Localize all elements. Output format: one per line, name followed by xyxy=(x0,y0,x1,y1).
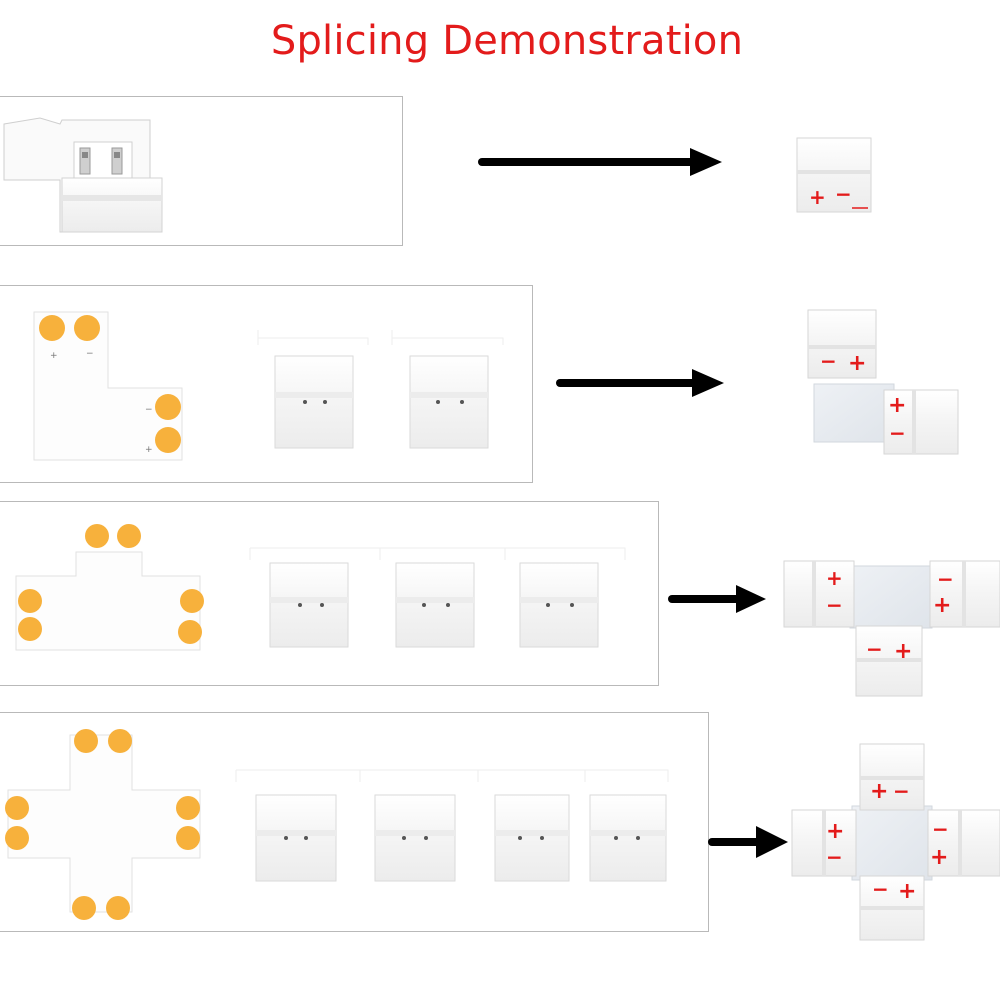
svg-text:−: − xyxy=(893,779,910,803)
svg-text:+: + xyxy=(870,779,888,804)
clip-connector-icon xyxy=(3,117,163,233)
svg-text:+: + xyxy=(933,593,951,618)
row-straight: + − xyxy=(3,117,872,233)
clip-connector-icon xyxy=(380,547,506,648)
clip-connector-icon xyxy=(391,330,504,449)
clip-connector-icon xyxy=(478,769,586,882)
svg-text:−: − xyxy=(937,567,954,591)
arrow-right-icon xyxy=(668,585,766,613)
result-straight-joint: + − xyxy=(796,137,872,213)
row-t-shape: + − − + − + xyxy=(15,524,1000,697)
l-shape-board: + − − + xyxy=(33,311,183,461)
svg-text:+: + xyxy=(930,845,948,870)
clip-connector-icon xyxy=(505,547,626,648)
svg-text:+: + xyxy=(826,819,844,844)
solder-pad-icon xyxy=(39,315,65,341)
solder-pad-icon xyxy=(155,394,181,420)
result-l-joint: − + + − xyxy=(807,309,959,455)
clip-connector-icon xyxy=(257,330,369,449)
svg-text:+: + xyxy=(826,566,843,590)
svg-text:+: + xyxy=(898,879,916,904)
svg-text:−: − xyxy=(826,593,843,617)
arrow-right-icon xyxy=(478,148,722,176)
clip-connector-icon xyxy=(585,769,669,882)
plus-sign: + xyxy=(809,185,826,209)
svg-text:+: + xyxy=(50,351,58,361)
clip-connector-icon xyxy=(235,769,361,882)
svg-text:+: + xyxy=(888,393,906,418)
svg-text:+: + xyxy=(848,351,866,376)
t-shape-board xyxy=(15,524,204,651)
solder-pad-icon xyxy=(74,315,100,341)
row-l-shape: + − − + − + + xyxy=(33,309,959,461)
arrow-right-icon xyxy=(556,369,724,397)
page-title: Splicing Demonstration xyxy=(270,18,744,64)
svg-text:−: − xyxy=(866,637,883,661)
solder-pad-icon xyxy=(155,427,181,453)
svg-text:−: − xyxy=(889,421,906,445)
svg-text:−: − xyxy=(872,877,889,901)
row-x-shape: + − + − − + − + xyxy=(5,729,1000,941)
svg-text:+: + xyxy=(145,445,153,455)
svg-text:+: + xyxy=(894,639,912,664)
svg-text:−: − xyxy=(826,845,843,869)
svg-text:−: − xyxy=(932,817,949,841)
minus-sign: − xyxy=(835,182,852,206)
result-x-joint: + − + − − + − + xyxy=(791,743,1000,941)
svg-text:−: − xyxy=(86,349,94,359)
result-t-joint: + − − + − + xyxy=(783,560,1000,697)
clip-connector-icon xyxy=(360,769,479,882)
arrow-right-icon xyxy=(708,826,788,858)
svg-text:−: − xyxy=(820,349,837,373)
x-shape-board xyxy=(5,729,201,920)
clip-connector-icon xyxy=(249,547,381,648)
svg-text:−: − xyxy=(145,405,153,415)
